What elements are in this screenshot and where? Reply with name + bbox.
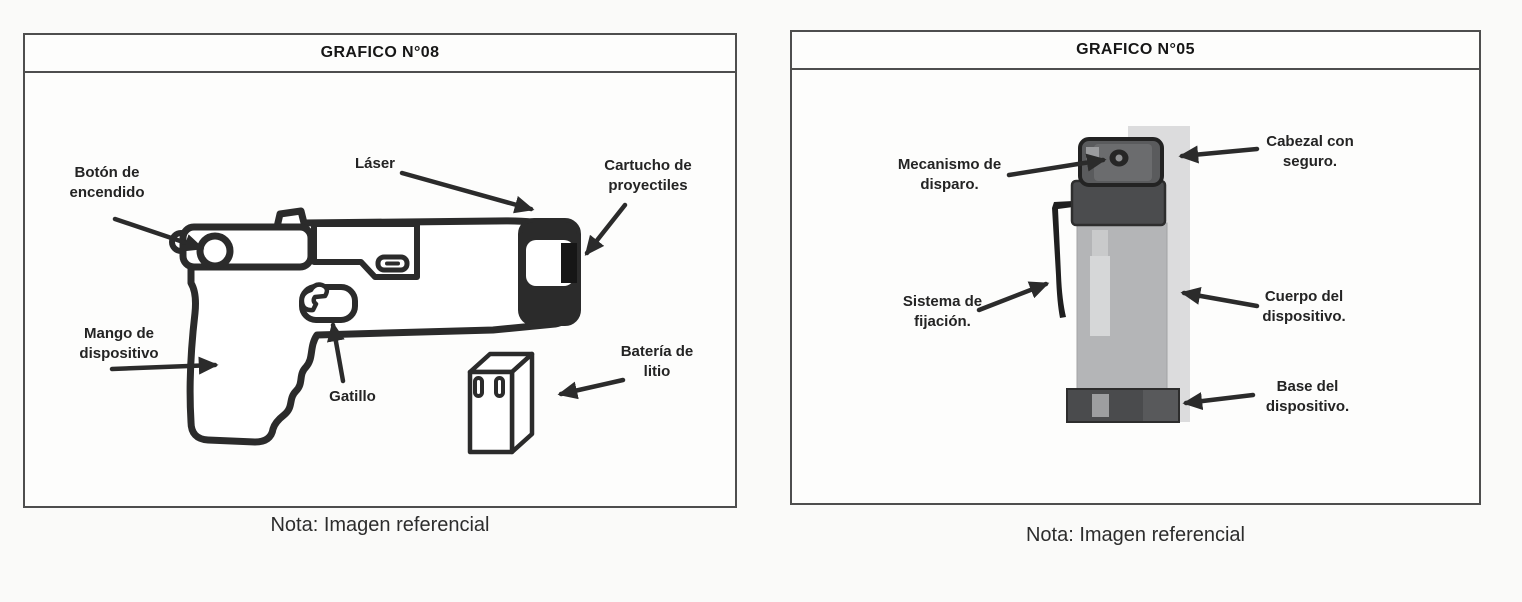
label-base-del-dispositivo: Base del dispositivo. xyxy=(1265,378,1350,415)
figure-title-bar: GRAFICO N°05 xyxy=(792,32,1479,70)
label-cabezal-con-seguro: Cabezal con seguro. xyxy=(1266,133,1354,170)
clip-lever-shape xyxy=(1052,201,1073,318)
figure-body: Mecanismo de disparo. Cabezal con seguro… xyxy=(792,70,1479,503)
label-mango-de-dispositivo: Mango de dispositivo xyxy=(79,325,159,362)
figure-body: Botón de encendido Láser Cartucho de pro… xyxy=(25,73,735,506)
taser-diagram-svg xyxy=(109,170,628,455)
figure-note-right: Nota: Imagen referencial xyxy=(1025,524,1245,546)
arrow-laser xyxy=(399,170,535,214)
arrow-mecanismo xyxy=(1006,153,1107,178)
arrow-gatillo xyxy=(326,321,346,384)
arrow-bateria xyxy=(557,377,626,400)
device-body-drawing xyxy=(1076,222,1168,391)
arrow-cabezal xyxy=(1178,145,1260,164)
figure-title-bar: GRAFICO N°08 xyxy=(25,35,735,73)
label-sistema-de-fijacion: Sistema de fijación. xyxy=(902,293,983,330)
taser-outline-drawing xyxy=(169,207,579,446)
arrow-mango xyxy=(109,356,219,375)
figure-panel-grafico-08: GRAFICO N°08 xyxy=(23,33,737,508)
figure-panel-grafico-05: GRAFICO N°05 xyxy=(790,30,1481,505)
label-laser: Láser xyxy=(354,155,396,172)
arrow-boton xyxy=(112,216,205,252)
arrow-base xyxy=(1182,392,1256,411)
callout-arrows xyxy=(109,170,628,400)
device-head-drawing xyxy=(1078,137,1164,187)
device-base-drawing xyxy=(1066,388,1180,423)
label-boton-de-encendido: Botón de encendido xyxy=(69,164,145,201)
label-cuerpo-del-dispositivo: Cuerpo del dispositivo. xyxy=(1262,288,1346,325)
label-mecanismo-de-disparo: Mecanismo de disparo. xyxy=(897,156,1002,193)
arrow-cartucho xyxy=(584,202,628,256)
callout-arrows xyxy=(976,145,1260,411)
cartridge-front-assembly xyxy=(518,218,581,326)
label-gatillo: Gatillo xyxy=(329,388,376,405)
battery-illustration xyxy=(467,351,535,455)
figure-title: GRAFICO N°05 xyxy=(1076,41,1195,58)
label-bateria-de-litio: Batería de litio xyxy=(620,343,694,380)
spray-device-diagram-svg xyxy=(976,126,1260,423)
device-collar xyxy=(1070,179,1167,227)
arrow-sistema xyxy=(976,281,1050,313)
figure-note-left: Nota: Imagen referencial xyxy=(270,514,490,536)
label-cartucho-de-proyectiles: Cartucho de proyectiles xyxy=(604,157,692,194)
figure-title: GRAFICO N°08 xyxy=(320,44,440,61)
arrow-cuerpo xyxy=(1180,286,1260,309)
